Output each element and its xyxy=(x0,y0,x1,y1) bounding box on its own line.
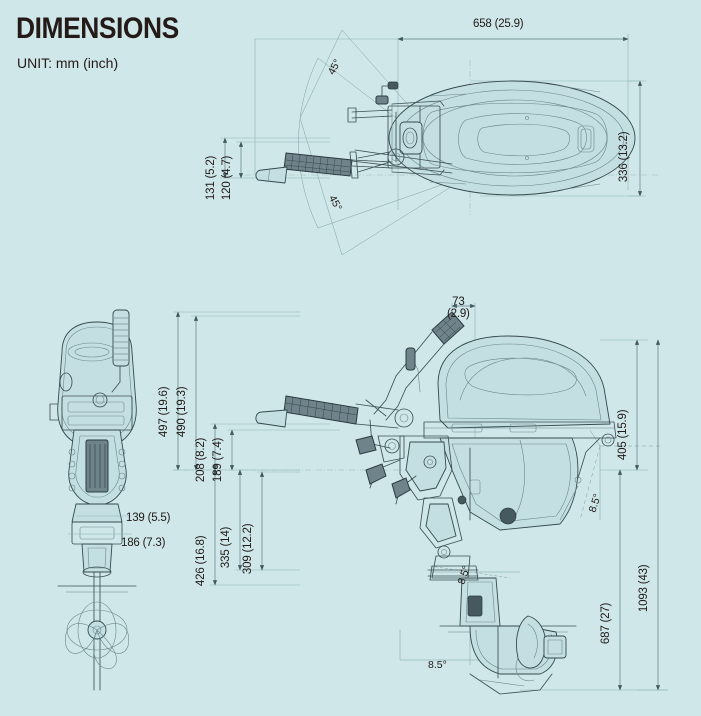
angle-label-tilt-mid: 8.5° xyxy=(455,564,473,586)
dim-label-side-208: 208 (8.2) xyxy=(194,437,207,483)
dim-label-top-tiller-offset-inner: 120 (4.7) xyxy=(220,155,233,201)
angle-label-tilt-bottom: 8.5° xyxy=(428,659,447,671)
propeller-side xyxy=(515,615,567,682)
tiller-handle-side xyxy=(255,311,465,455)
dim-label-front-gearcase-width: 139 (5.5) xyxy=(126,512,171,524)
dim-label-side-335: 335 (14) xyxy=(219,526,232,569)
angle-label-tilt-right: 8.5° xyxy=(586,492,604,514)
dim-label-side-1093: 1093 (43) xyxy=(637,564,650,613)
dim-label-side-490: 490 (19.3) xyxy=(175,386,188,438)
dim-label-side-497: 497 (19.6) xyxy=(157,386,170,438)
unit-label: UNIT: mm (inch) xyxy=(17,55,119,71)
page-title: DIMENSIONS xyxy=(16,12,179,45)
angle-label-steer-upper: 45° xyxy=(325,57,344,77)
tiller-handle-top xyxy=(255,148,453,184)
dim-label-top-overall-length: 658 (25.9) xyxy=(473,18,524,30)
dim-label-side-405: 405 (15.9) xyxy=(616,409,629,461)
dim-label-side-687: 687 (27) xyxy=(599,602,612,645)
dim-label-front-plate-width: 186 (7.3) xyxy=(121,537,166,549)
top-view-outboard-illustration xyxy=(255,80,636,196)
dim-label-side-tiller-height-mm: 73 xyxy=(452,296,465,308)
dim-label-top-tiller-offset-outer: 131 (5.2) xyxy=(204,155,217,201)
clamp-bracket xyxy=(365,435,471,579)
front-view-illustration xyxy=(49,309,137,691)
angle-label-steer-lower: 45° xyxy=(326,193,345,213)
top-view-dimension-lines xyxy=(220,29,660,256)
dim-label-side-426: 426 (16.8) xyxy=(194,535,207,587)
propeller-front xyxy=(65,601,129,669)
dim-label-side-309: 309 (12.2) xyxy=(241,523,254,575)
dim-label-side-tiller-height: 73 (2.9) xyxy=(447,296,470,320)
dim-label-side-tiller-height-inch: (2.9) xyxy=(447,308,470,321)
side-view-illustration xyxy=(255,311,617,695)
dim-label-side-189: 189 (7.4) xyxy=(211,437,224,483)
dim-label-top-overall-width: 336 (13.2) xyxy=(617,131,630,183)
